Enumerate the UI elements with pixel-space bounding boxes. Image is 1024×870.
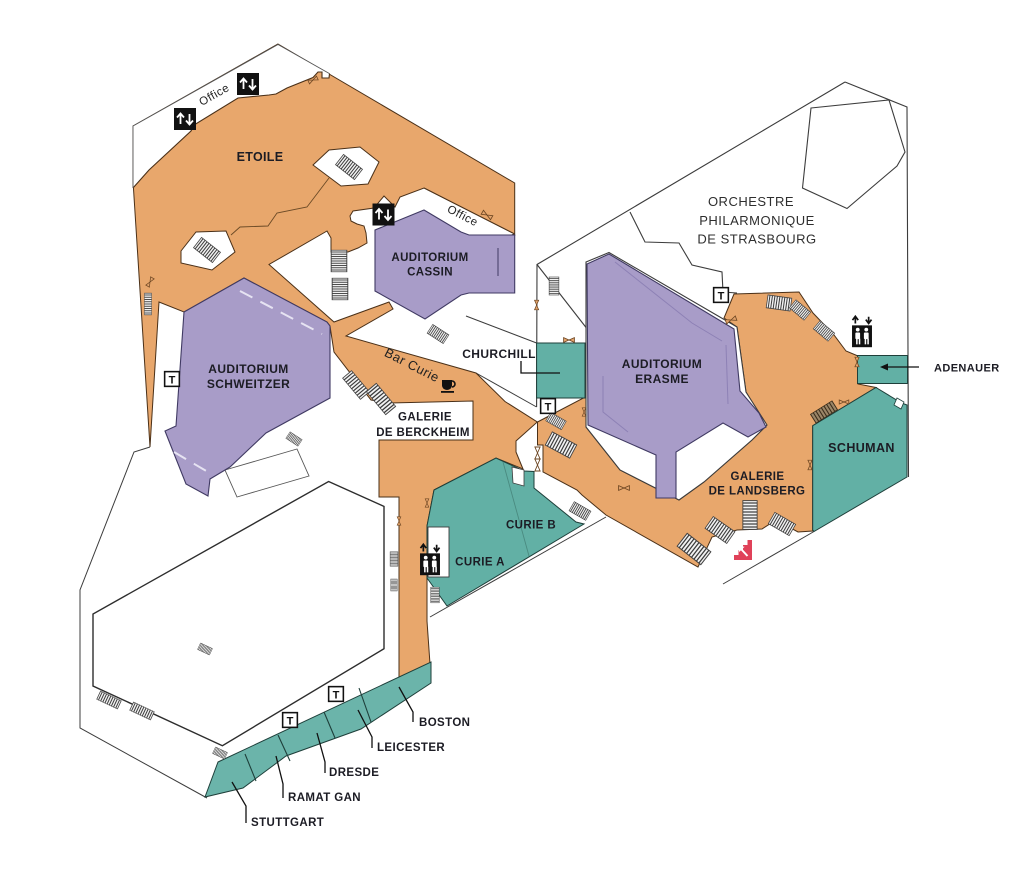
svg-text:AUDITORIUM: AUDITORIUM: [208, 362, 288, 376]
svg-text:STUTTGART: STUTTGART: [251, 817, 324, 829]
svg-text:DE BERCKHEIM: DE BERCKHEIM: [376, 427, 470, 439]
svg-text:ERASME: ERASME: [635, 372, 689, 386]
svg-text:GALERIE: GALERIE: [398, 412, 452, 424]
svg-text:DRESDE: DRESDE: [329, 767, 379, 779]
svg-text:CASSIN: CASSIN: [407, 267, 453, 279]
svg-text:PHILARMONIQUE: PHILARMONIQUE: [699, 213, 815, 228]
svg-text:DE LANDSBERG: DE LANDSBERG: [709, 486, 806, 498]
svg-text:RAMAT GAN: RAMAT GAN: [288, 792, 361, 804]
svg-text:CHURCHILL: CHURCHILL: [462, 347, 536, 361]
svg-text:AUDITORIUM: AUDITORIUM: [622, 357, 702, 371]
svg-text:ETOILE: ETOILE: [237, 150, 284, 164]
svg-text:ORCHESTRE: ORCHESTRE: [708, 194, 794, 209]
svg-text:CURIE B: CURIE B: [506, 520, 556, 532]
svg-text:LEICESTER: LEICESTER: [377, 742, 445, 754]
svg-text:CURIE A: CURIE A: [455, 557, 505, 569]
svg-text:AUDITORIUM: AUDITORIUM: [391, 252, 468, 264]
svg-text:SCHWEITZER: SCHWEITZER: [207, 377, 290, 391]
svg-text:SCHUMAN: SCHUMAN: [828, 441, 895, 455]
svg-text:DE STRASBOURG: DE STRASBOURG: [697, 232, 816, 247]
svg-text:GALERIE: GALERIE: [731, 471, 785, 483]
svg-text:ADENAUER: ADENAUER: [934, 363, 1000, 375]
svg-text:BOSTON: BOSTON: [419, 717, 470, 729]
